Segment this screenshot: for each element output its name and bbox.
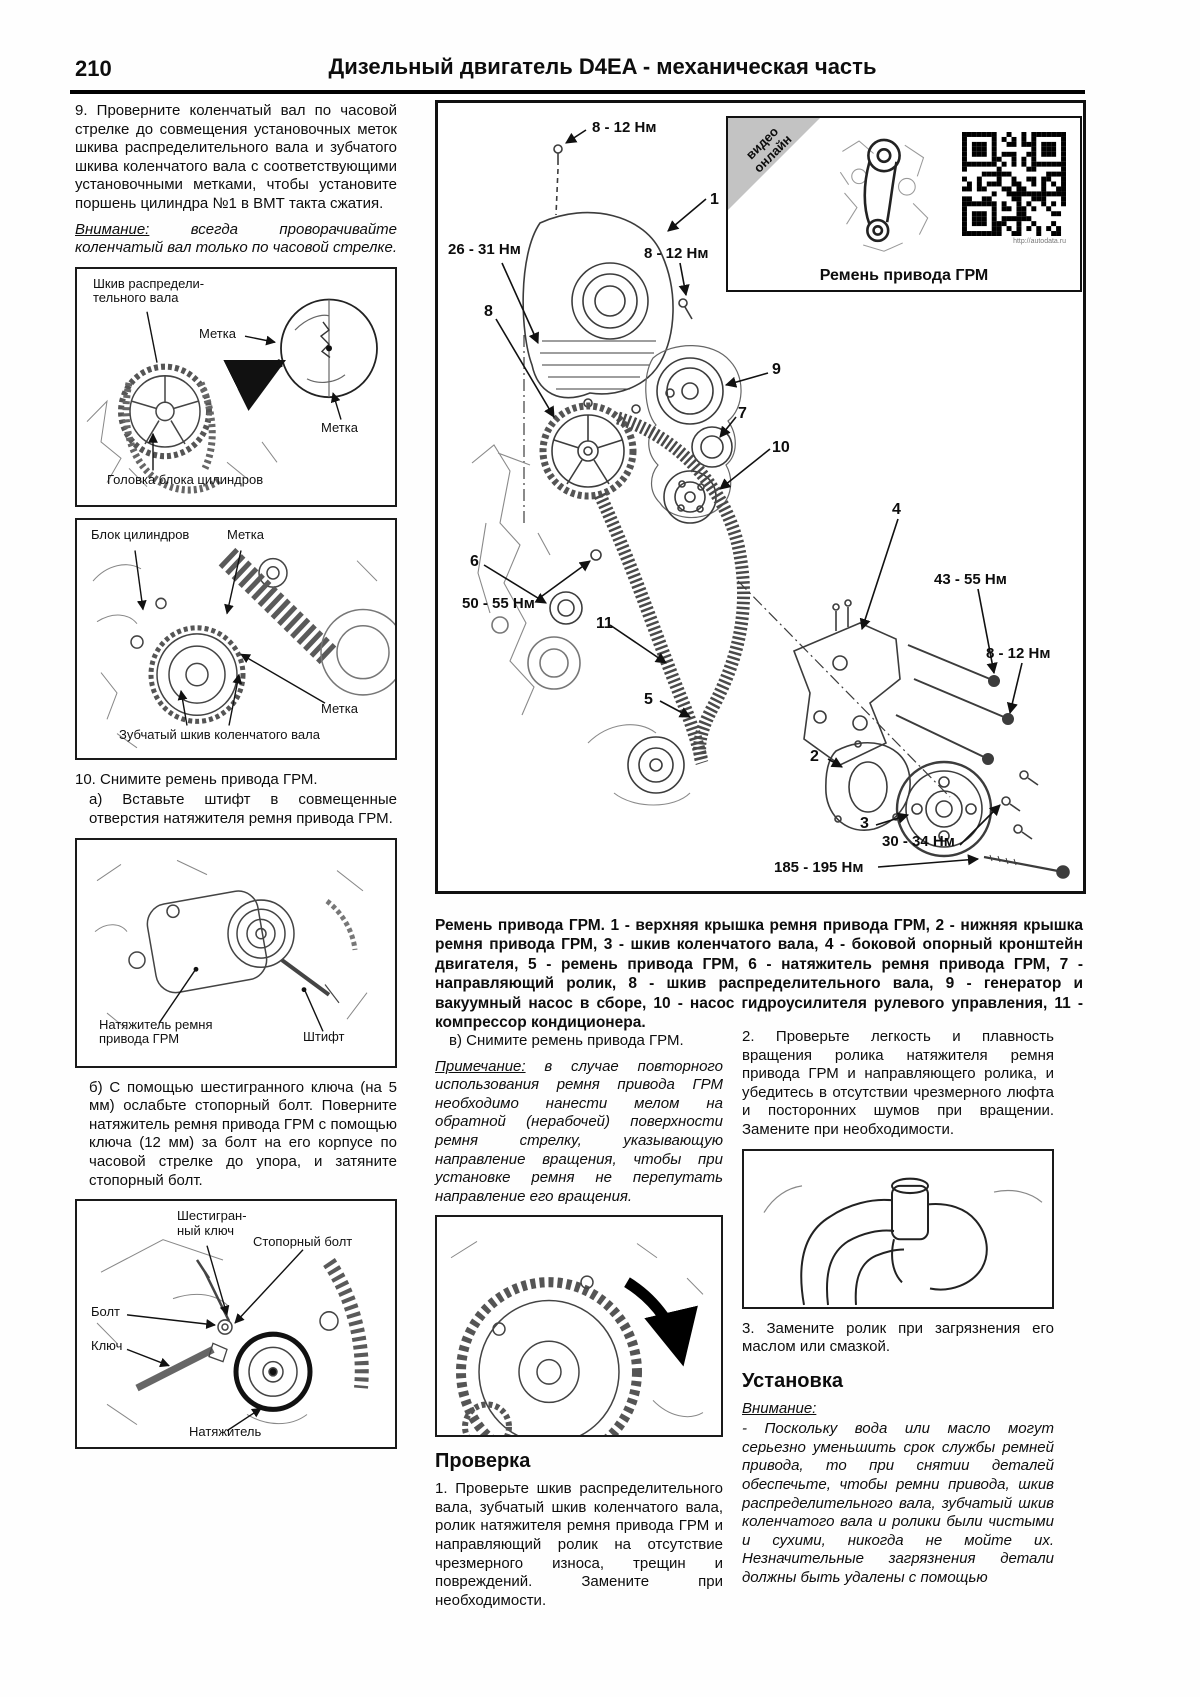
hex-key-label: Шестигран- ный ключ <box>177 1208 247 1238</box>
figure-hex-key: Шестигран- ный ключ Стопорный болт Болт … <box>75 1199 397 1450</box>
lock-bolt-label: Стопорный болт <box>253 1234 353 1250</box>
camshaft-sprocket-label: Шкив распредели- тельного вала <box>93 275 205 306</box>
cylinder-head-label: Головка блока цилиндров <box>107 471 264 487</box>
pin-label: Штифт <box>303 1028 345 1044</box>
attention-note: Внимание: всегда проворачивайте коленчат… <box>75 221 397 258</box>
check-1-text: 1. Проверьте шкив распределительного вал… <box>435 1480 723 1609</box>
engine-line-art <box>471 129 1070 879</box>
video-online-box: видео онлайн http://autodata.ru Ремень п… <box>726 116 1082 292</box>
middle-column: в) Снимите ремень привода ГРМ. Примечани… <box>435 1032 723 1617</box>
figure-tensioner-pin: Натяжитель ремня привода ГРМ Штифт <box>75 837 397 1068</box>
install-attention-label: Внимание: <box>742 1399 817 1417</box>
part-7: 7 <box>738 405 747 422</box>
qr-code <box>962 132 1066 236</box>
torque-cover-left: 26 - 31 Нм <box>448 241 521 258</box>
video-ribbon <box>728 118 820 210</box>
left-column: 9. Проверните коленчатый вал по часовой … <box>75 102 397 1460</box>
crank-marks-art <box>92 547 395 748</box>
attention-label: Внимание: <box>75 220 150 238</box>
mark-top-label: Метка <box>227 526 264 542</box>
video-engine-thumbnail <box>839 138 929 252</box>
figure-crank-marks: Блок цилиндров Метка Метка Зубчатый шкив… <box>75 517 397 760</box>
install-attention-item: - Поскольку вода или масло могут серьезн… <box>742 1420 1054 1586</box>
cylinder-block-label: Блок цилиндров <box>91 526 190 542</box>
torque-crank-bolts: 30 - 34 Нм <box>882 833 955 850</box>
torque-cover-right: 8 - 12 Нм <box>644 245 709 262</box>
torque-crank-center: 185 - 195 Нм <box>774 859 864 876</box>
figure-belt-direction <box>435 1215 723 1438</box>
right-column: 2. Проверьте легкость и плавность вращен… <box>742 1028 1054 1594</box>
install-heading: Установка <box>742 1369 843 1392</box>
note-label: Примечание: <box>435 1057 526 1075</box>
crank-sprocket-label: Зубчатый шкив коленчатого вала <box>119 726 320 742</box>
diagram-caption: Ремень привода ГРМ. 1 - верхняя крышка р… <box>435 916 1083 1032</box>
part-11: 11 <box>596 615 613 632</box>
page-title: Дизельный двигатель D4EA - механическая … <box>328 54 877 79</box>
step-v-text: в) Снимите ремень привода ГРМ. <box>449 1032 684 1049</box>
part-1: 1 <box>710 191 719 208</box>
part-4: 4 <box>892 501 901 518</box>
torque-pump: 50 - 55 Нм <box>462 595 535 612</box>
belt-direction-art <box>450 1241 704 1436</box>
part-10: 10 <box>772 439 790 456</box>
part-3: 3 <box>860 815 869 832</box>
install-attention-label-wrap: Внимание: <box>742 1400 1054 1419</box>
video-caption: Ремень привода ГРМ <box>819 267 989 284</box>
step-10b-text: б) С помощью шестигранного ключа (на 5 м… <box>89 1078 397 1189</box>
check-heading: Проверка <box>435 1450 531 1473</box>
page-number: 210 <box>75 56 112 81</box>
tensioner-bottom-label: Натяжитель <box>189 1424 262 1440</box>
mark-side-label: Метка <box>321 700 358 716</box>
check-2-text: 2. Проверьте легкость и плавность вращен… <box>742 1028 1054 1138</box>
qr-url-text: http://autodata.ru <box>1013 238 1066 245</box>
roller-hand-art <box>763 1177 1043 1305</box>
wrench-label: Ключ <box>91 1338 123 1354</box>
step-9-text: 9. Проверните коленчатый вал по часовой … <box>75 102 397 212</box>
hex-key-art <box>96 1239 369 1432</box>
torque-bracket: 43 - 55 Нм <box>934 571 1007 588</box>
check-3-text: 3. Замените ролик при загрязнения его ма… <box>742 1319 1054 1356</box>
mark-label-1: Метка <box>199 325 236 341</box>
bolt-label: Болт <box>91 1304 121 1320</box>
step-10-text: 10. Снимите ремень привода ГРМ. <box>75 770 318 788</box>
part-6: 6 <box>470 553 479 570</box>
mark-label-2: Метка <box>321 419 358 435</box>
timing-belt-diagram: 8 - 12 Нм 1 26 - 31 Нм 8 - 12 Нм 8 9 7 1… <box>435 100 1086 894</box>
step-10a-text: а) Вставьте штифт в совмещенные отверсти… <box>89 791 397 827</box>
figure-camshaft-marks: Шкив распредели- тельного вала Метка Мет… <box>75 266 397 507</box>
camshaft-marks-art <box>86 298 378 494</box>
figure-roller-hand <box>742 1148 1054 1309</box>
note-paragraph: Примечание: в случае повторного использо… <box>435 1058 723 1207</box>
part-8: 8 <box>484 303 493 320</box>
torque-top: 8 - 12 Нм <box>592 119 657 136</box>
torque-bracket-small: 8 - 12 Нм <box>986 645 1051 662</box>
note-text: в случае повторного использования ремня … <box>435 1057 723 1205</box>
header-rule <box>70 90 1085 94</box>
part-5: 5 <box>644 691 653 708</box>
part-2: 2 <box>810 748 819 765</box>
attention-text: всегда проворачивайте коленчатый вал тол… <box>75 220 398 257</box>
tensioner-pin-art <box>94 859 368 1032</box>
tensioner-label: Натяжитель ремня привода ГРМ <box>99 1016 213 1047</box>
part-9: 9 <box>772 361 781 378</box>
